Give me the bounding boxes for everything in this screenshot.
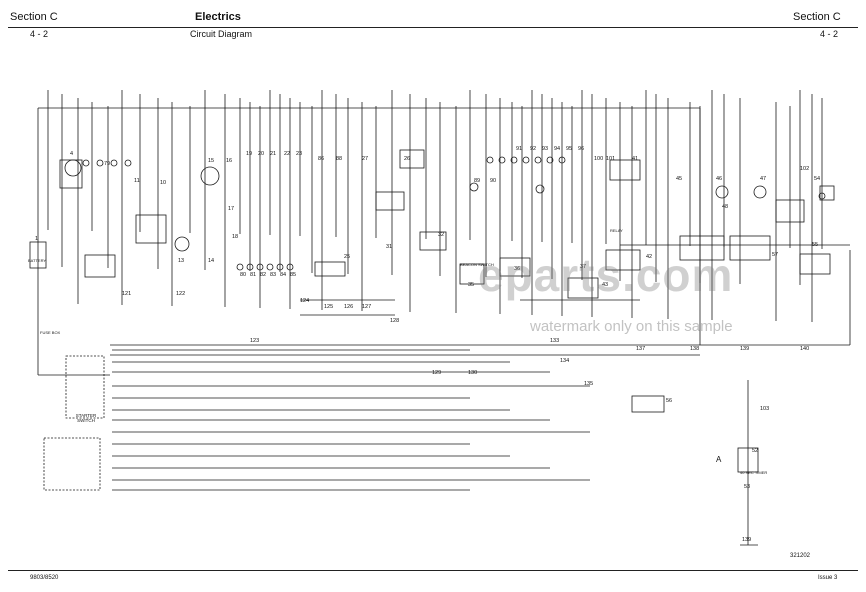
svg-text:103: 103 — [760, 406, 769, 412]
svg-text:83: 83 — [270, 272, 276, 278]
components — [29, 149, 835, 491]
svg-text:124: 124 — [300, 298, 309, 304]
svg-text:95: 95 — [566, 146, 572, 152]
beacon-switch-label: BEACON SWITCH — [460, 262, 494, 267]
svg-text:41: 41 — [632, 156, 638, 162]
svg-text:17: 17 — [228, 206, 234, 212]
svg-text:128: 128 — [390, 318, 399, 324]
fuse-box-label: FUSE BOX — [40, 330, 61, 335]
svg-text:93: 93 — [542, 146, 548, 152]
page-number-right: 4 - 2 — [820, 29, 839, 39]
svg-text:121: 121 — [122, 291, 131, 297]
svg-text:91: 91 — [516, 146, 522, 152]
watermark-site: eparts.com — [478, 249, 734, 301]
svg-text:133: 133 — [550, 338, 559, 344]
svg-text:122: 122 — [176, 291, 185, 297]
drawing-number: 321202 — [790, 553, 811, 559]
page-number-left: 4 - 2 — [30, 29, 49, 39]
svg-text:26: 26 — [404, 156, 410, 162]
section-label-left: Section C — [10, 11, 58, 23]
svg-text:47: 47 — [760, 176, 766, 182]
svg-text:138: 138 — [690, 346, 699, 352]
svg-text:127: 127 — [362, 304, 371, 310]
svg-text:135: 135 — [584, 381, 593, 387]
svg-text:84: 84 — [280, 272, 286, 278]
svg-text:140: 140 — [800, 346, 809, 352]
svg-text:19: 19 — [246, 151, 252, 157]
header-rule — [8, 27, 858, 28]
document-number: 9803/8520 — [30, 575, 59, 581]
battery-label: BATTERY — [28, 258, 47, 263]
svg-text:129: 129 — [432, 370, 441, 376]
timer-label: 40 SEC TIMER — [740, 470, 768, 475]
svg-text:42: 42 — [646, 254, 652, 260]
svg-text:82: 82 — [260, 272, 266, 278]
svg-text:36: 36 — [514, 266, 520, 272]
svg-text:89: 89 — [474, 178, 480, 184]
svg-text:81: 81 — [250, 272, 256, 278]
svg-text:52: 52 — [752, 448, 758, 454]
connector-a-label: A — [716, 455, 722, 464]
svg-text:57: 57 — [772, 252, 778, 258]
svg-text:90: 90 — [490, 178, 496, 184]
page-title: Electrics — [195, 11, 241, 23]
svg-text:43: 43 — [602, 282, 608, 288]
svg-text:23: 23 — [296, 151, 302, 157]
svg-text:80: 80 — [240, 272, 246, 278]
svg-text:11: 11 — [134, 178, 140, 184]
svg-text:53: 53 — [744, 484, 750, 490]
svg-text:55: 55 — [812, 242, 818, 248]
svg-text:79: 79 — [104, 161, 110, 167]
svg-text:20: 20 — [258, 151, 264, 157]
svg-text:46: 46 — [716, 176, 722, 182]
svg-text:45: 45 — [676, 176, 682, 182]
svg-text:88: 88 — [336, 156, 342, 162]
svg-text:10: 10 — [160, 180, 166, 186]
svg-text:48: 48 — [722, 204, 728, 210]
svg-text:125: 125 — [324, 304, 333, 310]
wire-network — [37, 90, 851, 546]
watermark-note: watermark only on this sample — [530, 318, 733, 335]
svg-text:123: 123 — [250, 338, 259, 344]
svg-text:16: 16 — [226, 158, 232, 164]
svg-text:102: 102 — [800, 166, 809, 172]
svg-text:85: 85 — [290, 272, 296, 278]
svg-text:37: 37 — [580, 264, 586, 270]
svg-text:139: 139 — [740, 346, 749, 352]
svg-text:92: 92 — [530, 146, 536, 152]
svg-text:130: 130 — [468, 370, 477, 376]
svg-text:134: 134 — [560, 358, 569, 364]
footer-rule — [8, 570, 858, 571]
issue-label: Issue 3 — [818, 575, 838, 581]
svg-text:31: 31 — [386, 244, 392, 250]
relay-label: RELAY — [610, 228, 623, 233]
svg-text:15: 15 — [208, 158, 214, 164]
section-label-right: Section C — [793, 11, 841, 23]
svg-text:35: 35 — [468, 282, 474, 288]
svg-text:96: 96 — [578, 146, 584, 152]
svg-text:126: 126 — [344, 304, 353, 310]
svg-text:18: 18 — [232, 234, 238, 240]
svg-text:32: 32 — [438, 232, 444, 238]
svg-text:86: 86 — [318, 156, 324, 162]
page-subtitle: Circuit Diagram — [190, 29, 253, 39]
svg-text:56: 56 — [666, 398, 672, 404]
svg-text:13: 13 — [178, 258, 184, 264]
svg-text:1: 1 — [35, 236, 38, 242]
svg-text:14: 14 — [208, 258, 214, 264]
svg-text:137: 137 — [636, 346, 645, 352]
svg-text:27: 27 — [362, 156, 368, 162]
svg-text:22: 22 — [284, 151, 290, 157]
svg-text:4: 4 — [70, 151, 73, 157]
svg-text:101: 101 — [606, 156, 615, 162]
svg-text:100: 100 — [594, 156, 603, 162]
svg-text:94: 94 — [554, 146, 560, 152]
svg-text:54: 54 — [814, 176, 820, 182]
svg-text:21: 21 — [270, 151, 276, 157]
svg-text:139: 139 — [742, 537, 751, 543]
starter-switch-label: STARTER SWITCH — [75, 413, 97, 423]
svg-text:25: 25 — [344, 254, 350, 260]
